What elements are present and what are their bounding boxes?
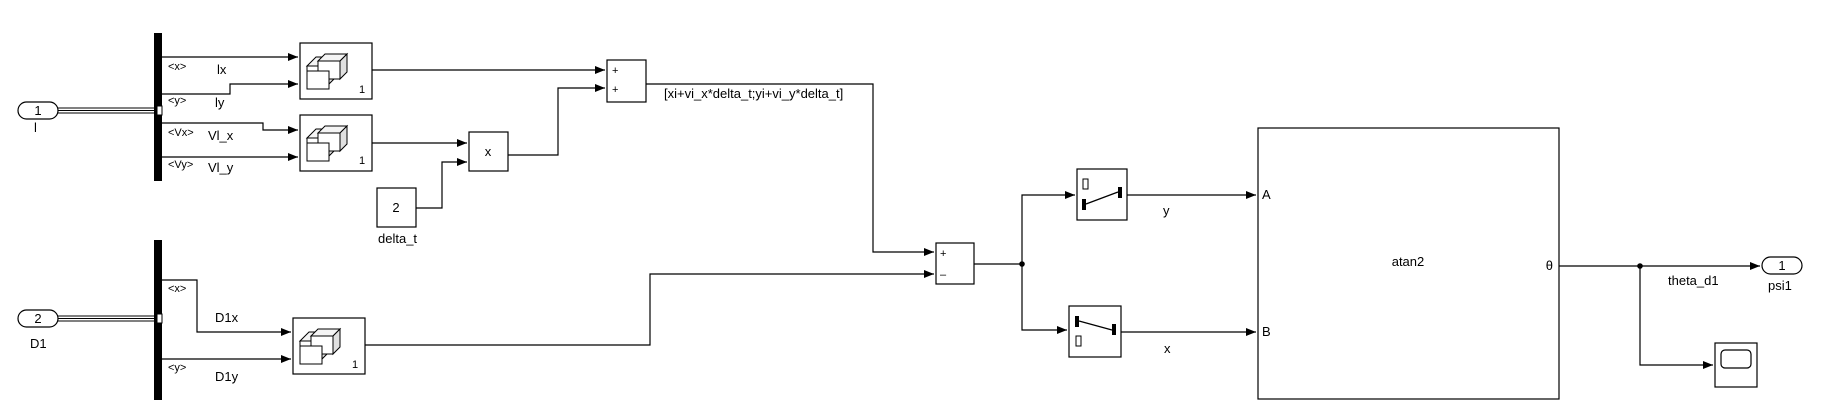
delay-block-1[interactable]: 1 xyxy=(299,42,373,100)
bus-selector-1[interactable] xyxy=(154,33,163,181)
bus2-element-y: <y> xyxy=(168,362,186,374)
wire-const-product xyxy=(416,158,467,209)
signal-vly: Vl_y xyxy=(208,160,234,175)
bus-element-vy: <Vy> xyxy=(168,159,193,171)
wire-vlx xyxy=(162,122,298,134)
signal-d1y: D1y xyxy=(215,369,239,384)
outport-name: psi1 xyxy=(1768,278,1792,293)
bus-element-vx: <Vx> xyxy=(168,127,194,139)
wire-product-sum1 xyxy=(508,84,605,156)
signal-x: x xyxy=(1164,341,1171,356)
sum1-sign-2: + xyxy=(612,84,618,96)
sum-block-1[interactable]: + + xyxy=(606,59,647,103)
wire-delay3-sum2 xyxy=(365,270,934,346)
bus2-element-x: <x> xyxy=(168,283,186,295)
scope-block[interactable] xyxy=(1714,342,1758,388)
atan2-block[interactable]: atan2 A B θ xyxy=(1257,127,1560,400)
outport-psi1[interactable]: 1 xyxy=(1761,256,1803,275)
constant-block[interactable]: 2 xyxy=(376,187,417,228)
inport-d1-number: 2 xyxy=(34,311,41,326)
selector-y[interactable] xyxy=(1076,168,1128,221)
sum-block-2[interactable]: + – xyxy=(935,242,975,285)
selector-x[interactable] xyxy=(1068,305,1122,358)
bus-element-y: <y> xyxy=(168,95,186,107)
constant-value: 2 xyxy=(392,200,399,215)
delay-3-value: 1 xyxy=(352,359,358,371)
wire-to-scope xyxy=(1639,266,1713,369)
delay-block-2[interactable]: 1 xyxy=(299,114,373,172)
signal-ly: ly xyxy=(215,95,225,110)
inport-d1-name: D1 xyxy=(30,336,47,351)
bus-selector-2[interactable] xyxy=(154,240,163,400)
outport-number: 1 xyxy=(1778,258,1785,273)
inport-l-number: 1 xyxy=(34,103,41,118)
inport-l[interactable]: 1 xyxy=(17,101,59,120)
signal-vlx: Vl_x xyxy=(208,128,234,143)
signal-theta: theta_d1 xyxy=(1668,273,1719,288)
signal-y: y xyxy=(1163,203,1170,218)
sum2-sign-2: – xyxy=(940,269,947,281)
bus-element-x: <x> xyxy=(168,61,186,73)
bus-wire-d1 xyxy=(58,314,160,323)
atan2-port-a: A xyxy=(1262,187,1271,202)
sum2-sign-1: + xyxy=(940,248,946,260)
bus-wire-l xyxy=(58,106,160,115)
wire-d1x xyxy=(162,279,291,336)
sum1-sign-1: + xyxy=(612,65,618,77)
constant-name: delta_t xyxy=(378,231,417,246)
wire-sum1-sum2 xyxy=(646,83,934,256)
atan2-port-b: B xyxy=(1262,324,1271,339)
inport-l-name: l xyxy=(34,120,37,135)
wire-to-selector-x xyxy=(1021,264,1067,334)
wire-ly xyxy=(162,80,298,95)
signal-lx: lx xyxy=(217,62,227,77)
wire-to-selector-y xyxy=(1021,191,1075,264)
delay-1-value: 1 xyxy=(359,84,365,96)
product-block[interactable]: x xyxy=(468,131,509,172)
signal-sum1-out: [xi+vi_x*delta_t;yi+vi_y*delta_t] xyxy=(664,86,843,101)
signal-d1x: D1x xyxy=(215,310,239,325)
delay-block-3[interactable]: 1 xyxy=(292,317,366,375)
delay-2-value: 1 xyxy=(359,155,365,167)
product-symbol: x xyxy=(485,144,492,159)
inport-d1[interactable]: 2 xyxy=(17,309,59,328)
atan2-title: atan2 xyxy=(1392,254,1425,269)
atan2-port-out: θ xyxy=(1546,258,1553,273)
